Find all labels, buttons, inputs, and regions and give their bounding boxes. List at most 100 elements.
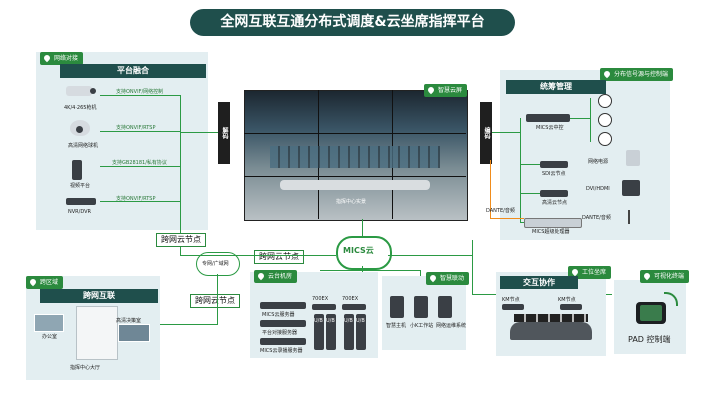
mics-cloud-label: MICS云 (343, 246, 374, 255)
console-monitors-icon (514, 314, 588, 322)
server-icon (260, 338, 306, 345)
connector-line (520, 164, 540, 165)
strategy-header: 统筹管理 (506, 80, 606, 94)
conference-camera-icon (626, 150, 640, 166)
tower-icon (356, 314, 366, 350)
connector-line (100, 131, 180, 132)
cloud-server-1: MICS云服务器 (262, 312, 295, 318)
device-protocol-1: 支持ONVIF/网络控制 (116, 89, 164, 95)
connector-line (180, 132, 218, 133)
microphone-icon (628, 210, 640, 224)
connector-line (590, 98, 591, 142)
backbone-line (388, 255, 472, 256)
cross-net-node-label-3: 跨网云节点 (190, 294, 240, 308)
server-icon (260, 320, 306, 327)
cross-item-1: 办公室 (42, 334, 58, 340)
cross-interconnect-header: 跨网互联 (40, 289, 158, 303)
rack-unit-icon (312, 304, 336, 310)
server-icon (260, 302, 306, 309)
platform-fusion-header: 平台融合 (60, 64, 206, 78)
smart-item-2: 小K工作站 (410, 323, 434, 329)
smart-item-3: 网络运维系统 (436, 323, 467, 329)
tower-label-1: U/B (314, 318, 323, 324)
network-access-zone (36, 52, 208, 230)
connector-line (160, 324, 218, 325)
port-label-2: DVI/HDMI (586, 186, 610, 192)
tower-icon (326, 314, 336, 350)
video-platform-icon (72, 160, 82, 180)
zone-tag-visual-control: 可视化终端 (640, 270, 690, 283)
zone-tag-distributed: 分布信号源与控制端 (600, 68, 674, 81)
camera-lens-icon (90, 88, 96, 94)
sdi-node-icon (540, 161, 568, 168)
port-label-3: DANTE/音频 (582, 215, 611, 221)
video-wall-divider (244, 133, 466, 134)
zone-tag-workstation: 工位坐席 (568, 266, 612, 279)
cloud-server-3: MICS云录播服务器 (260, 348, 303, 354)
workstation-tower-icon (414, 296, 428, 318)
tower-label-4: U/B (356, 318, 365, 324)
console-desk-icon (510, 322, 592, 340)
collab-header: 交互协作 (500, 276, 578, 289)
km-node-icon (502, 304, 524, 310)
tower-icon (344, 314, 354, 350)
cross-item-2: 高清决策室 (116, 318, 142, 324)
dante-label: DANTE/音频 (486, 208, 515, 214)
video-wall-divider (244, 176, 466, 177)
smart-item-1: 智慧主机 (386, 323, 407, 329)
pc-tower-icon (622, 180, 640, 196)
zone-tag-smart-screen: 智慧云屏 (424, 84, 468, 97)
device-name-3: 视频平台 (70, 183, 91, 189)
zone-tag-network-access: 网络对接 (40, 52, 84, 65)
connector-line (520, 222, 524, 223)
network-icon (598, 132, 612, 146)
tower-icon (314, 314, 324, 350)
building-icon (76, 306, 118, 360)
zone-tag-cloud-room: 云台机房 (254, 270, 298, 283)
tower-label-2: U/B (326, 318, 335, 324)
wall-desks (280, 180, 430, 190)
workstation-tower-icon (438, 296, 452, 318)
wan-cloud-icon (196, 252, 240, 276)
encode-label: 编码 (480, 102, 492, 164)
connector-line (362, 219, 363, 236)
strategy-item-1: MICS云中控 (536, 125, 564, 131)
camera-icon (66, 86, 92, 96)
super-processor-icon (524, 218, 582, 228)
cross-net-node-label-2: 跨网云节点 (254, 250, 304, 264)
connector-line (217, 274, 218, 324)
connector-line (520, 118, 521, 222)
device-protocol-3: 支持GB28181/私有协议 (112, 160, 167, 166)
strategy-item-3: 高清云节点 (542, 200, 568, 206)
connector-line (570, 118, 590, 119)
video-wall-caption: 指挥中心实景 (336, 199, 367, 205)
device-protocol-4: 支持ONVIF/RTSP (116, 196, 156, 202)
pad-label: PAD 控制端 (628, 335, 671, 344)
wan-label: 专网/广域网 (202, 261, 229, 267)
person-icon (598, 113, 612, 127)
wifi-icon (664, 292, 678, 306)
connector-line (100, 201, 180, 202)
page-title: 全网互联互通分布式调度&云坐席指挥平台 (190, 9, 515, 36)
backbone-line (472, 240, 473, 294)
dome-lens-icon (76, 126, 83, 133)
pad-screen-icon (640, 305, 662, 321)
nvr-icon (66, 198, 96, 205)
device-name-1: 4K/4·265枪机 (64, 105, 97, 111)
rack-unit-icon (342, 304, 366, 310)
port-label-1: 网络电源 (588, 159, 609, 165)
device-protocol-2: 支持ONVIF/RTSP (116, 125, 156, 131)
mics-cloud-icon (336, 236, 392, 270)
connector-line (492, 132, 520, 133)
workstation-tower-icon (390, 296, 404, 318)
collab-item-1: KM节点 (502, 297, 520, 303)
dante-line (490, 160, 491, 218)
unit-label-2: 700EX (342, 296, 359, 302)
cross-footer: 指挥中心大厅 (70, 365, 101, 371)
distributed-zone (500, 70, 670, 240)
connector-line (520, 193, 540, 194)
device-name-2: 高清网络球机 (68, 143, 99, 149)
device-name-4: NVR/DVR (68, 209, 91, 215)
home-icon (598, 94, 612, 108)
unit-label-1: 700EX (312, 296, 329, 302)
